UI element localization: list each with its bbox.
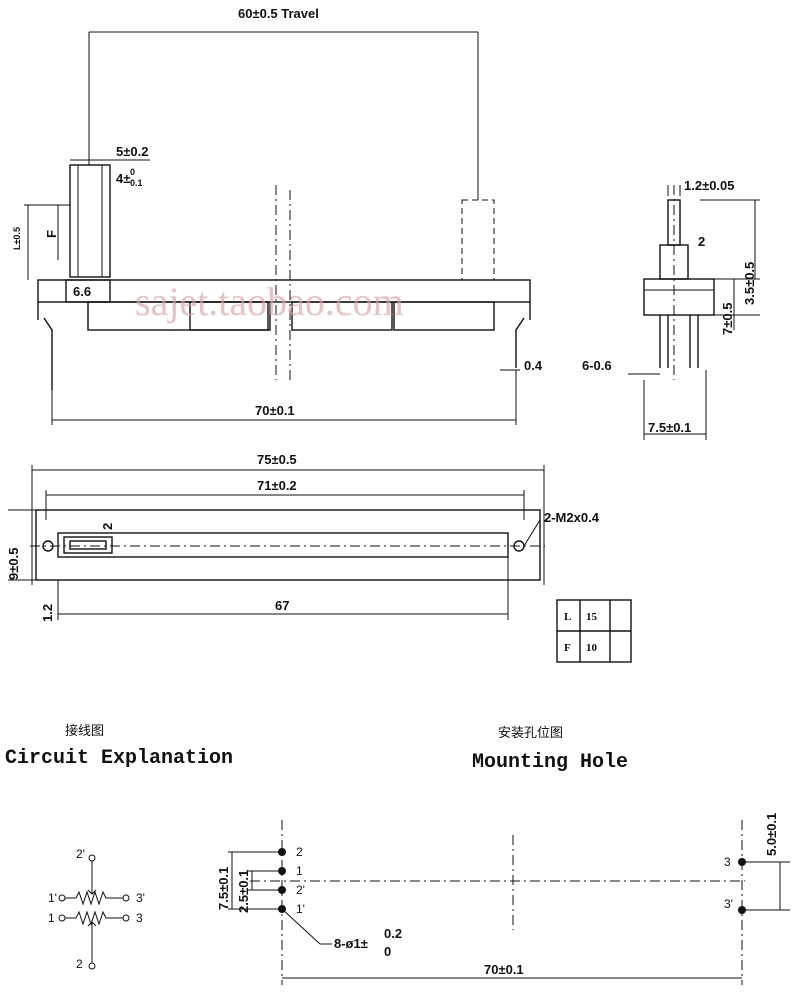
circuit-pin-1: 1 — [48, 911, 55, 925]
circuit-pin-3: 3 — [136, 911, 143, 925]
knob-inner-tol-upper: 0 — [130, 167, 135, 177]
mount-pin-1p: 1' — [296, 902, 305, 916]
slot-label: 2 — [100, 523, 115, 530]
mount-d2-label: 2.5±0.1 — [236, 870, 251, 913]
table-key-F: F — [564, 642, 571, 654]
F-label: F — [44, 230, 59, 238]
mounting-title-cn: 安装孔位图 — [498, 726, 563, 741]
side-pin-label: 6-0.6 — [582, 358, 612, 373]
table-value-F: 10 — [586, 642, 598, 654]
side-depth-label: 7.5±0.1 — [648, 420, 691, 435]
knob-inner-label: 4± — [116, 171, 130, 186]
length-label: 70±0.1 — [255, 403, 295, 418]
side-h1-label: 3.5±0.5 — [742, 262, 757, 305]
screw-label: 2-M2x0.4 — [544, 510, 600, 525]
side-view: 1.2±0.05 2 3.5±0.5 7±0.5 6-0.6 7.5±0.1 — [582, 178, 760, 440]
pin-offset-label: 0.4 — [524, 358, 543, 373]
overall-length-label: 75±0.5 — [257, 452, 297, 467]
table-value-L: 15 — [586, 611, 598, 623]
mount-d3-label: 5.0±0.1 — [764, 813, 779, 856]
knob-width-label: 5±0.2 — [116, 144, 148, 159]
table-key-L: L — [564, 611, 571, 623]
dimension-table: L 15 F 10 — [556, 599, 632, 663]
top-height-label: 9±0.5 — [6, 548, 21, 580]
mount-pin-2: 2 — [296, 845, 303, 859]
circuit-pin-1p: 1' — [48, 891, 57, 905]
circuit-pin-2p: 2' — [76, 847, 85, 861]
side-h2-label: 7±0.5 — [720, 303, 735, 335]
mount-pin-3: 3 — [724, 855, 731, 869]
shaft-tip-label: 2 — [698, 234, 705, 249]
top-view: 75±0.5 71±0.2 9±0.5 2 2-M2x0.4 67 1.2 — [6, 452, 600, 622]
knob-base-label: 6.6 — [73, 284, 91, 299]
mount-pin-1: 1 — [296, 864, 303, 878]
mount-holes-tol-lower: 0 — [384, 944, 391, 959]
mount-d1-label: 7.5±0.1 — [216, 867, 231, 910]
mount-length-label: 70±0.1 — [484, 962, 524, 977]
watermark: sajet.taobao.com — [135, 279, 404, 324]
mount-holes-label: 8-ø1± — [334, 936, 368, 951]
circuit-title-en: Circuit Explanation — [5, 747, 233, 770]
height-L-label: L±0.5 — [12, 227, 22, 250]
circuit-pin-2: 2 — [76, 957, 83, 971]
mount-pin-2p: 2' — [296, 883, 305, 897]
mounting-section: 安装孔位图 Mounting Hole 2 1 2' 1' 3 3' 7.5±0… — [216, 726, 790, 985]
inner-length-label: 71±0.2 — [257, 478, 297, 493]
travel-length-label: 67 — [275, 598, 289, 613]
knob-inner-tol-lower: 0.1 — [130, 178, 143, 188]
shaft-width-label: 1.2±0.05 — [684, 178, 735, 193]
mount-holes-tol-upper: 0.2 — [384, 926, 402, 941]
travel-label: 60±0.5 Travel — [238, 6, 319, 21]
mounting-title-en: Mounting Hole — [472, 751, 628, 774]
offset-label: 1.2 — [40, 604, 55, 622]
circuit-title-cn: 接线图 — [65, 723, 104, 739]
front-view: 60±0.5 Travel 5±0.2 4± 0 0.1 L±0.5 F 6.6 — [12, 6, 543, 425]
circuit-section: 接线图 Circuit Explanation 2' 1' 3' 1 3 2 — [5, 723, 233, 971]
mount-pin-3p: 3' — [724, 897, 733, 911]
circuit-pin-3p: 3' — [136, 891, 145, 905]
